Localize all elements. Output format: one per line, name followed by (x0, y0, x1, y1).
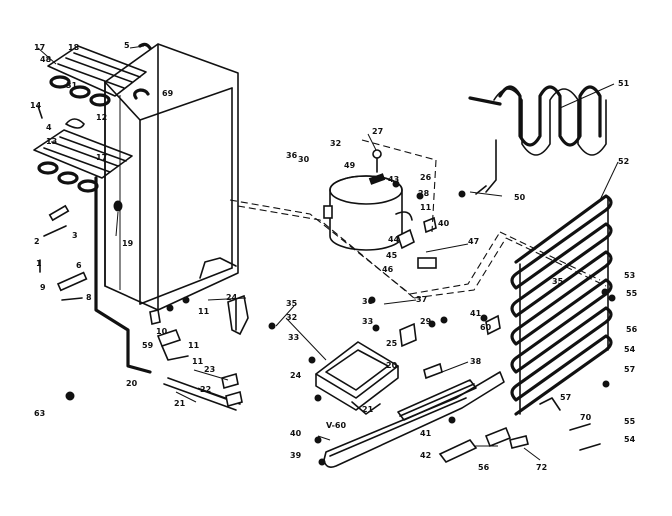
callout-3: 3 (72, 231, 78, 240)
callout-labels: 17 18 5 48 69 14 4 12 13 17 19 3 2 6 1 9… (30, 41, 638, 472)
callout-35b: 35 (552, 277, 564, 286)
callout-9: 9 (40, 283, 46, 292)
callout-4: 4 (46, 123, 52, 132)
callout-28: 28 (418, 189, 430, 198)
callout-45: 45 (386, 251, 398, 260)
cabinet-body (104, 43, 239, 311)
callout-41: 41 (470, 309, 482, 318)
callout-56: 56 (626, 325, 638, 334)
callout-69: 69 (162, 89, 174, 98)
callout-30: 30 (298, 155, 310, 164)
compressor (323, 149, 437, 269)
callout-8: 8 (86, 293, 92, 302)
callout-38: 38 (470, 357, 482, 366)
callout-44: 44 (388, 235, 400, 244)
callout-18: 18 (68, 43, 80, 52)
callout-20: 20 (126, 379, 138, 388)
fasteners (166, 180, 466, 466)
callout-40: 40 (290, 429, 302, 438)
callout-24: 24 (226, 293, 238, 302)
callout-26: 26 (420, 173, 432, 182)
callout-17: 17 (34, 43, 45, 52)
upper-shelf-assembly (47, 45, 147, 107)
callout-11b: 11 (188, 341, 200, 350)
callout-53: 53 (624, 271, 635, 280)
callout-29: 29 (420, 317, 432, 326)
callout-12: 12 (96, 113, 107, 122)
callout-34: 24 (290, 371, 302, 380)
callout-23: 23 (204, 365, 215, 374)
callout-19: 19 (122, 239, 134, 248)
callout-52: 52 (618, 157, 629, 166)
callout-1: 1 (36, 259, 42, 268)
callout-10: 10 (156, 327, 168, 336)
callout-48: 48 (40, 55, 52, 64)
lower-shelf-assembly (33, 129, 133, 193)
callout-25: 25 (386, 339, 398, 348)
callout-21: 21 (174, 399, 186, 408)
callout-42: 42 (420, 451, 431, 460)
callout-11: 11 (198, 307, 210, 316)
callout-55b: 55 (624, 417, 636, 426)
lower-right-parts (399, 314, 601, 463)
callout-6: 6 (76, 261, 82, 270)
callout-51: 51 (618, 79, 630, 88)
callout-33b: 33 (362, 317, 373, 326)
callout-14: 14 (30, 101, 42, 110)
callout-27: 27 (372, 127, 383, 136)
callout-41b: 41 (420, 429, 432, 438)
callout-63: 63 (34, 409, 45, 418)
callout-59: 59 (142, 341, 154, 350)
relay-bracket (227, 294, 249, 336)
leader-lines (37, 45, 619, 461)
callout-2: 2 (34, 237, 40, 246)
callout-20b: 20 (386, 361, 398, 370)
callout-33: 33 (288, 333, 299, 342)
callout-49: 49 (344, 161, 356, 170)
left-small-parts (37, 42, 152, 374)
callout-37: 37 (416, 295, 427, 304)
callout-54: 54 (624, 345, 636, 354)
callout-32b: 32 (330, 139, 341, 148)
condenser-coil (468, 85, 607, 195)
reference-dashed-lines (229, 139, 607, 299)
callout-55: 55 (626, 289, 638, 298)
callout-43: 43 (388, 175, 399, 184)
callout-40c: 31 (66, 81, 78, 90)
callout-35: 35 (286, 299, 298, 308)
callout-32: 32 (286, 313, 297, 322)
callout-36b: 36 (362, 297, 374, 306)
callout-47: 47 (468, 237, 479, 246)
lower-left-parts (65, 309, 243, 411)
callout-56b: 56 (478, 463, 490, 472)
callout-21b: 21 (362, 405, 374, 414)
callout-46: 40 (438, 219, 450, 228)
callout-footnote: V-60 (326, 421, 346, 430)
callout-70: 70 (580, 413, 592, 422)
callout-54b: 54 (624, 435, 636, 444)
callout-22: 22 (200, 385, 211, 394)
callout-60: 60 (480, 323, 492, 332)
compressor-mounting-plate (308, 341, 399, 415)
callout-13: 13 (46, 137, 57, 146)
callout-57: 57 (624, 365, 635, 374)
callout-39: 39 (290, 451, 302, 460)
callout-5: 5 (124, 41, 130, 50)
callout-36: 36 (286, 151, 298, 160)
callout-58: 11 (192, 357, 204, 366)
callout-46b: 46 (382, 265, 394, 274)
callout-50: 50 (514, 193, 526, 202)
callout-17b: 17 (96, 153, 107, 162)
callout-72: 72 (536, 463, 547, 472)
callout-11c: 11 (420, 203, 432, 212)
rear-condenser-grid (510, 194, 616, 416)
callout-57b: 57 (560, 393, 571, 402)
